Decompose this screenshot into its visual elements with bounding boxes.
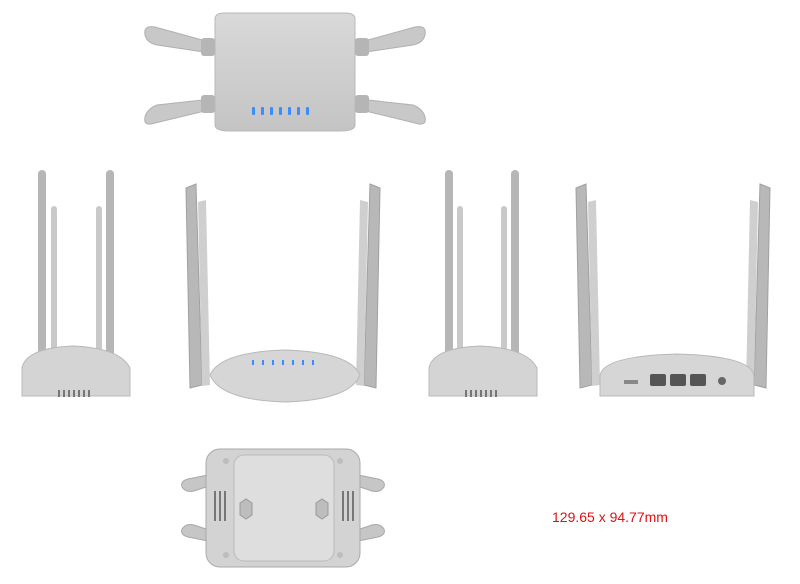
router-bottom-view <box>181 448 385 568</box>
led-indicator-icon <box>252 107 309 115</box>
router-side-view-right <box>428 170 538 397</box>
router-top-view <box>144 12 426 132</box>
antenna-icon <box>144 26 426 125</box>
reset-button-icon <box>624 380 638 384</box>
router-side-view-left <box>21 170 131 397</box>
power-port-icon <box>718 377 726 385</box>
router-front-view <box>185 183 381 403</box>
router-back-view <box>575 183 771 397</box>
dimensions-label: 129.65 x 94.77mm <box>552 509 668 525</box>
ethernet-port-icon <box>650 374 706 386</box>
led-indicator-icon <box>252 360 314 365</box>
